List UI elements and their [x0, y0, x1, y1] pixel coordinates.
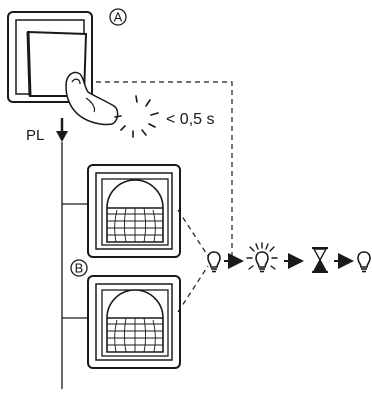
pl-label: PL	[26, 127, 44, 144]
callout-b: B	[70, 259, 88, 277]
signal-lines	[96, 81, 233, 313]
signal-line-bottom	[177, 265, 209, 313]
detector-lens-bottom	[106, 289, 164, 353]
lamp-off-icon-2	[357, 251, 371, 273]
motion-detector-top	[87, 164, 181, 258]
callout-a-label: A	[114, 10, 123, 25]
callout-b-label: B	[75, 261, 84, 276]
timing-label: < 0,5 s	[166, 111, 214, 128]
lamp-on-icon	[246, 242, 278, 273]
load-arrow-icon	[56, 118, 68, 142]
callout-a: A	[109, 8, 127, 26]
hand-icon	[65, 71, 119, 126]
lamp-off-icon-1	[207, 251, 221, 273]
signal-line-switch	[96, 81, 233, 258]
hourglass-icon	[312, 247, 328, 273]
signal-line-top	[177, 209, 209, 257]
motion-detector-bottom	[87, 275, 181, 369]
detector-lens-top	[106, 179, 164, 243]
press-flash-icon	[114, 95, 159, 138]
